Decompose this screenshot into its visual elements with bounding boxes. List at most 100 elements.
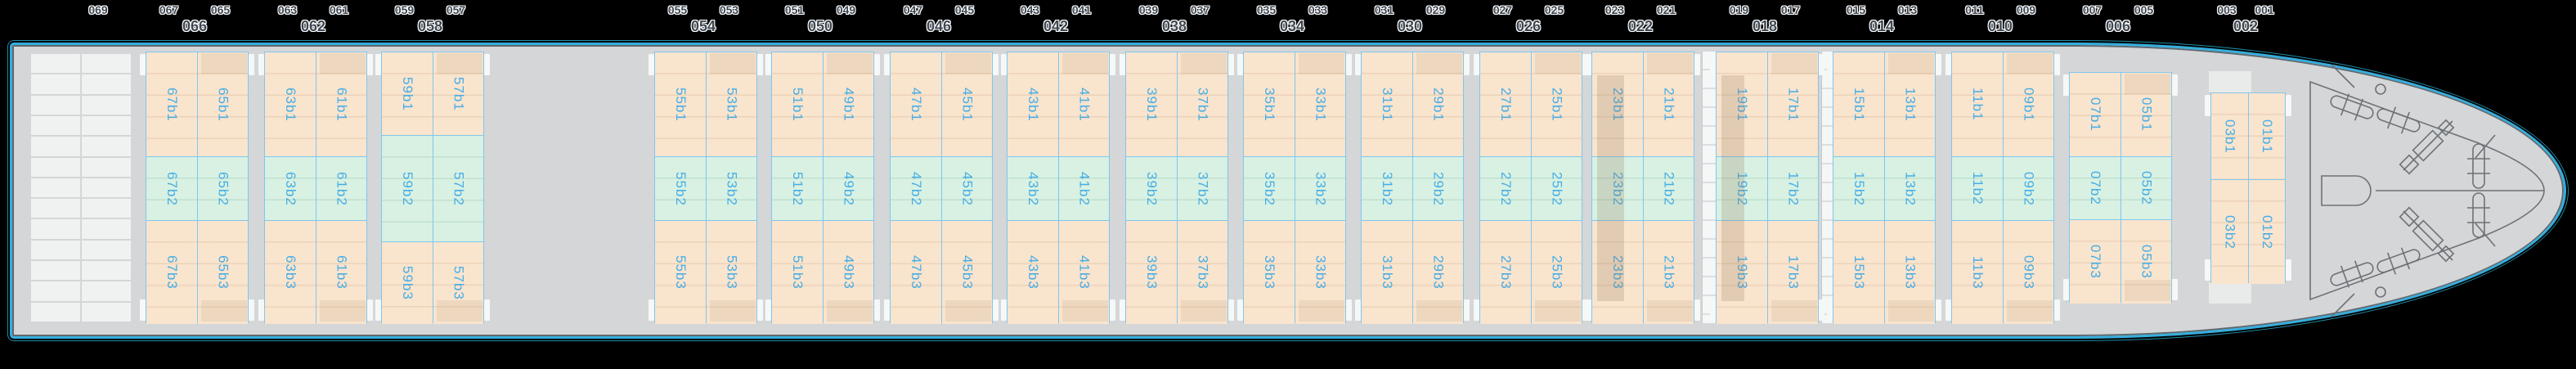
slot-cell-63b2[interactable]: 63b2 [265, 157, 316, 221]
slot-cell-67b2[interactable]: 67b2 [146, 157, 197, 221]
slot-cell-51b1[interactable]: 51b1 [772, 52, 823, 157]
slot-cell-59b1[interactable]: 59b1 [382, 52, 433, 136]
slot-cell-17b1[interactable]: 17b1 [1768, 52, 1818, 157]
slot-cell-01b2[interactable]: 01b2 [2249, 180, 2285, 284]
slot-cell-61b1[interactable]: 61b1 [316, 52, 366, 157]
slot-cell-45b1[interactable]: 45b1 [942, 52, 992, 157]
slot-cell-25b2[interactable]: 25b2 [1532, 157, 1582, 221]
slot-cell-63b3[interactable]: 63b3 [265, 221, 316, 324]
slot-cell-27b2[interactable]: 27b2 [1480, 157, 1531, 221]
slot-cell-21b2[interactable]: 21b2 [1644, 157, 1694, 221]
slot-cell-33b1[interactable]: 33b1 [1295, 52, 1345, 157]
slot-cell-65b2[interactable]: 65b2 [198, 157, 248, 221]
slot-cell-45b2[interactable]: 45b2 [942, 157, 992, 221]
slot-cell-05b1[interactable]: 05b1 [2121, 73, 2171, 157]
slot-cell-09b1[interactable]: 09b1 [2004, 52, 2053, 157]
slot-cell-65b1[interactable]: 65b1 [198, 52, 248, 157]
slot-cell-41b1[interactable]: 41b1 [1059, 52, 1109, 157]
slot-cell-11b3[interactable]: 11b3 [1952, 221, 2003, 324]
slot-cell-45b3[interactable]: 45b3 [942, 221, 992, 324]
slot-cell-11b1[interactable]: 11b1 [1952, 52, 2003, 157]
slot-cell-53b3[interactable]: 53b3 [707, 221, 756, 324]
slot-cell-61b2[interactable]: 61b2 [316, 157, 366, 221]
slot-cell-47b2[interactable]: 47b2 [891, 157, 941, 221]
slot-cell-47b1[interactable]: 47b1 [891, 52, 941, 157]
slot-cell-63b1[interactable]: 63b1 [265, 52, 316, 157]
slot-cell-55b3[interactable]: 55b3 [655, 221, 706, 324]
slot-cell-23b1[interactable]: 23b1 [1592, 52, 1643, 157]
slot-cell-37b1[interactable]: 37b1 [1178, 52, 1227, 157]
slot-cell-41b3[interactable]: 41b3 [1059, 221, 1109, 324]
slot-cell-19b1[interactable]: 19b1 [1717, 52, 1767, 157]
slot-cell-21b1[interactable]: 21b1 [1644, 52, 1694, 157]
slot-cell-43b1[interactable]: 43b1 [1008, 52, 1058, 157]
slot-cell-29b3[interactable]: 29b3 [1413, 221, 1463, 324]
slot-cell-13b3[interactable]: 13b3 [1885, 221, 1935, 324]
slot-cell-13b1[interactable]: 13b1 [1885, 52, 1935, 157]
slot-cell-29b1[interactable]: 29b1 [1413, 52, 1463, 157]
slot-cell-33b2[interactable]: 33b2 [1295, 157, 1345, 221]
slot-cell-21b3[interactable]: 21b3 [1644, 221, 1694, 324]
slot-cell-07b3[interactable]: 07b3 [2070, 220, 2120, 304]
slot-cell-41b2[interactable]: 41b2 [1059, 157, 1109, 221]
slot-cell-57b2[interactable]: 57b2 [433, 136, 483, 242]
slot-cell-53b1[interactable]: 53b1 [707, 52, 756, 157]
slot-cell-25b1[interactable]: 25b1 [1532, 52, 1582, 157]
slot-cell-09b3[interactable]: 09b3 [2004, 221, 2053, 324]
slot-cell-55b2[interactable]: 55b2 [655, 157, 706, 221]
slot-cell-31b1[interactable]: 31b1 [1362, 52, 1412, 157]
slot-cell-09b2[interactable]: 09b2 [2004, 157, 2053, 221]
slot-cell-43b3[interactable]: 43b3 [1008, 221, 1058, 324]
slot-cell-55b1[interactable]: 55b1 [655, 52, 706, 157]
slot-cell-05b2[interactable]: 05b2 [2121, 157, 2171, 220]
slot-cell-29b2[interactable]: 29b2 [1413, 157, 1463, 221]
slot-cell-51b2[interactable]: 51b2 [772, 157, 823, 221]
slot-cell-49b2[interactable]: 49b2 [824, 157, 873, 221]
slot-cell-39b2[interactable]: 39b2 [1126, 157, 1177, 221]
slot-cell-37b3[interactable]: 37b3 [1178, 221, 1227, 324]
slot-cell-03b2[interactable]: 03b2 [2211, 180, 2248, 284]
slot-cell-33b3[interactable]: 33b3 [1295, 221, 1345, 324]
slot-cell-15b1[interactable]: 15b1 [1833, 52, 1884, 157]
slot-cell-49b1[interactable]: 49b1 [824, 52, 873, 157]
slot-cell-03b1[interactable]: 03b1 [2211, 93, 2248, 180]
slot-cell-23b2[interactable]: 23b2 [1592, 157, 1643, 221]
slot-cell-67b1[interactable]: 67b1 [146, 52, 197, 157]
slot-cell-35b1[interactable]: 35b1 [1244, 52, 1295, 157]
slot-cell-57b1[interactable]: 57b1 [433, 52, 483, 136]
slot-cell-11b2[interactable]: 11b2 [1952, 157, 2003, 221]
slot-cell-01b1[interactable]: 01b1 [2249, 93, 2285, 180]
slot-cell-37b2[interactable]: 37b2 [1178, 157, 1227, 221]
slot-cell-49b3[interactable]: 49b3 [824, 221, 873, 324]
slot-cell-17b3[interactable]: 17b3 [1768, 221, 1818, 324]
slot-cell-07b2[interactable]: 07b2 [2070, 157, 2120, 220]
slot-cell-35b3[interactable]: 35b3 [1244, 221, 1295, 324]
slot-cell-23b3[interactable]: 23b3 [1592, 221, 1643, 324]
slot-cell-57b3[interactable]: 57b3 [433, 242, 483, 324]
slot-cell-05b3[interactable]: 05b3 [2121, 220, 2171, 304]
slot-cell-19b3[interactable]: 19b3 [1717, 221, 1767, 324]
slot-cell-17b2[interactable]: 17b2 [1768, 157, 1818, 221]
slot-cell-31b2[interactable]: 31b2 [1362, 157, 1412, 221]
slot-cell-39b1[interactable]: 39b1 [1126, 52, 1177, 157]
slot-cell-15b2[interactable]: 15b2 [1833, 157, 1884, 221]
slot-cell-59b3[interactable]: 59b3 [382, 242, 433, 324]
slot-cell-67b3[interactable]: 67b3 [146, 221, 197, 324]
slot-cell-47b3[interactable]: 47b3 [891, 221, 941, 324]
slot-cell-35b2[interactable]: 35b2 [1244, 157, 1295, 221]
slot-cell-43b2[interactable]: 43b2 [1008, 157, 1058, 221]
slot-cell-13b2[interactable]: 13b2 [1885, 157, 1935, 221]
slot-cell-59b2[interactable]: 59b2 [382, 136, 433, 242]
slot-cell-65b3[interactable]: 65b3 [198, 221, 248, 324]
slot-cell-27b1[interactable]: 27b1 [1480, 52, 1531, 157]
slot-cell-15b3[interactable]: 15b3 [1833, 221, 1884, 324]
slot-cell-07b1[interactable]: 07b1 [2070, 73, 2120, 157]
slot-cell-27b3[interactable]: 27b3 [1480, 221, 1531, 324]
slot-cell-19b2[interactable]: 19b2 [1717, 157, 1767, 221]
slot-cell-51b3[interactable]: 51b3 [772, 221, 823, 324]
slot-cell-31b3[interactable]: 31b3 [1362, 221, 1412, 324]
slot-cell-39b3[interactable]: 39b3 [1126, 221, 1177, 324]
slot-cell-25b3[interactable]: 25b3 [1532, 221, 1582, 324]
slot-cell-61b3[interactable]: 61b3 [316, 221, 366, 324]
slot-cell-53b2[interactable]: 53b2 [707, 157, 756, 221]
